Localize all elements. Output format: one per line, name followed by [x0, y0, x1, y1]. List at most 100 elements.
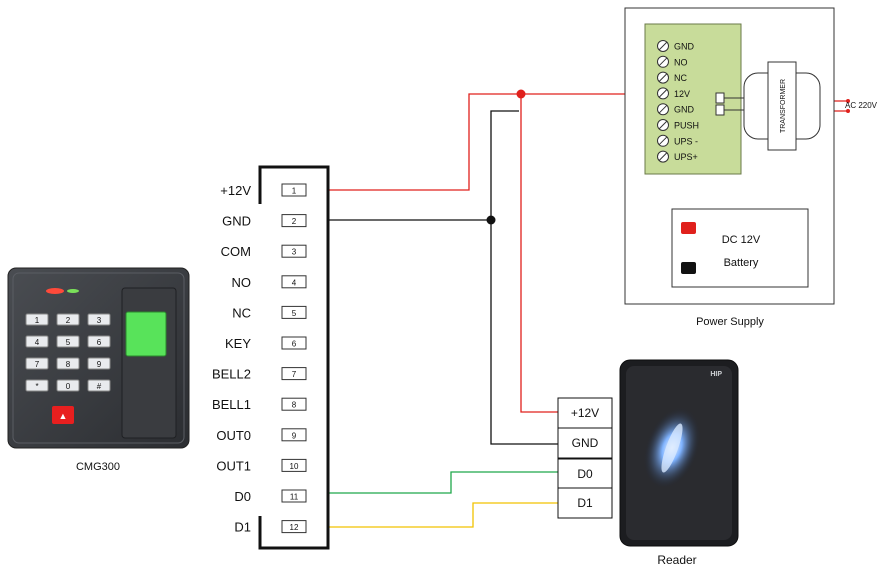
psu-terminal-label: NO	[674, 57, 688, 67]
battery-negative-icon	[681, 262, 696, 274]
psu-terminal: NO	[657, 55, 688, 68]
terminal-pin-number: 6	[292, 340, 297, 349]
keypad-key: 6	[87, 335, 111, 348]
terminal-pin: D0 11	[234, 489, 307, 504]
psu-terminal-label: NC	[674, 73, 687, 83]
transformer-label: TRANSFORMER	[780, 79, 787, 133]
keypad-key: 2	[56, 313, 80, 326]
psu-terminal-label: 12V	[674, 89, 690, 99]
fingerprint-sensor	[121, 287, 177, 439]
keypad-key-label: #	[97, 382, 102, 391]
keypad-key: #	[87, 379, 111, 392]
terminal-pin: OUT0 9	[216, 428, 307, 443]
psu-terminal-label: GND	[674, 105, 695, 115]
bell-icon: ▲	[59, 411, 68, 421]
ac-label: AC 220V	[845, 101, 878, 110]
controller-caption: CMG300	[76, 461, 120, 473]
terminal-pin-label: D0	[234, 489, 251, 504]
keypad-key: *	[25, 379, 49, 392]
battery	[671, 208, 809, 288]
keypad-key-label: 1	[35, 316, 40, 325]
psu-terminal: UPS+	[657, 150, 698, 163]
terminal-pin: BELL1 8	[212, 397, 307, 412]
keypad-key-label: 6	[97, 338, 102, 347]
terminal-pin-label: BELL1	[212, 397, 251, 412]
keypad-key: 3	[87, 313, 111, 326]
psu-terminal: 12V	[657, 87, 690, 100]
keypad-key-label: 8	[66, 360, 71, 369]
keypad-key-label: 7	[35, 360, 40, 369]
keypad-key: 1	[25, 313, 49, 326]
terminal-pin-number: 4	[292, 278, 297, 287]
psu-terminal-label: GND	[674, 42, 695, 52]
keypad-key: 0	[56, 379, 80, 392]
terminal-pin: GND 2	[222, 214, 307, 229]
terminal-pin-number: 12	[290, 523, 299, 532]
reader-pin: D0	[557, 458, 613, 490]
psu-terminal: PUSH	[657, 119, 699, 131]
wire-d0	[306, 471, 558, 494]
reader-pin-label: D0	[577, 467, 593, 481]
terminal-pin: COM 3	[221, 244, 307, 259]
cmg300-device: 1 2 3 4 5 6 7 8 9 * 0 # ▲	[7, 267, 190, 449]
terminal-pin-number: 8	[292, 401, 297, 410]
terminal-pin-number: 7	[292, 370, 297, 379]
terminal-pin-number: 2	[292, 217, 297, 226]
terminal-pin: +12V 1	[220, 183, 307, 198]
terminal-pin-label: NO	[232, 275, 252, 290]
power-supply-caption: Power Supply	[696, 316, 764, 328]
keypad-key-label: 2	[66, 316, 71, 325]
terminal-pin-label: NC	[232, 305, 251, 320]
wire-gnd-psu	[490, 110, 519, 220]
keypad-key: 9	[87, 357, 111, 370]
status-led-green-icon	[67, 289, 79, 293]
terminal-pin-number: 10	[290, 462, 299, 471]
wire-d1	[306, 502, 558, 528]
status-led-red-icon	[46, 288, 64, 294]
keypad-key: 4	[25, 335, 49, 348]
psu-terminal-label: UPS -	[674, 136, 698, 146]
reader-pin-label: D1	[577, 496, 593, 510]
keypad-key: 8	[56, 357, 80, 370]
power-supply: GND NO NC 12V GND PUSH UPS - UPS+ TRANSFORMER D…	[624, 7, 835, 305]
terminal-pin-label: COM	[221, 244, 251, 259]
terminal-pin-number: 1	[292, 187, 297, 196]
terminal-pin-label: BELL2	[212, 367, 251, 382]
terminal-pin-label: +12V	[220, 183, 251, 198]
psu-terminal: GND	[657, 103, 695, 116]
psu-terminal-label: UPS+	[674, 152, 698, 162]
psu-terminal: NC	[657, 71, 687, 84]
psu-terminal-label: PUSH	[674, 121, 699, 131]
terminal-pin-label: OUT0	[216, 428, 251, 443]
keypad-key: 5	[56, 335, 80, 348]
reader-pin-label: +12V	[571, 406, 599, 420]
keypad-key-label: *	[35, 382, 38, 391]
keypad-key-label: 5	[66, 338, 71, 347]
keypad-key-label: 0	[66, 382, 71, 391]
terminal-pin-number: 3	[292, 248, 297, 257]
terminal-pin-number: 9	[292, 431, 297, 440]
bell-button	[52, 406, 74, 424]
terminal-pin-number: 11	[290, 493, 299, 502]
keypad-key-label: 9	[97, 360, 102, 369]
reader-caption: Reader	[657, 553, 696, 567]
terminal-pin-label: GND	[222, 214, 251, 229]
keypad: 1 2 3 4 5 6 7 8 9 * 0 #	[25, 313, 111, 392]
reader-pin: GND	[557, 427, 613, 459]
junction-12v	[516, 89, 526, 99]
reader-brand: HIP	[710, 371, 722, 378]
battery-line1: DC 12V	[722, 234, 761, 246]
wire-12v-controller	[306, 93, 659, 191]
terminal-pin: BELL2 7	[212, 367, 307, 382]
reader-pin-label: GND	[572, 436, 599, 450]
wire-gnd-controller	[306, 219, 558, 445]
battery-line2: Battery	[724, 257, 759, 269]
battery-positive-icon	[681, 222, 696, 234]
